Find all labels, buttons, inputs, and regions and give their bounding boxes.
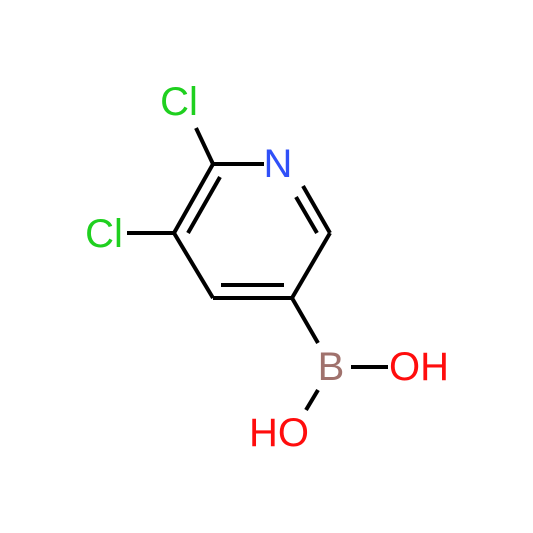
bond-c4-c5 <box>172 231 215 300</box>
bond-c6-cl <box>194 127 215 165</box>
atom-cl-top-label: Cl <box>160 80 198 124</box>
atom-b-label: B <box>318 345 345 389</box>
atom-cl-left-label: Cl <box>85 212 123 256</box>
bond-b-oh-bottom <box>304 388 320 412</box>
bond-n1-c2 <box>301 185 332 234</box>
atom-n-label: N <box>264 142 293 186</box>
bond-c5-c6 <box>172 163 215 234</box>
atom-oh-right-label: OH <box>389 345 449 389</box>
bond-n1-c2-inner <box>294 195 319 235</box>
bond-c2-c3 <box>290 231 332 300</box>
bond-c3-b <box>290 296 320 345</box>
atom-oh-bottom-label: HO <box>249 411 309 455</box>
bond-c5-c6-inner <box>186 176 222 234</box>
